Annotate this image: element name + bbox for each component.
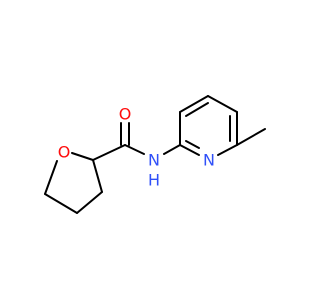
atom-labels: O O N H N [58, 105, 215, 190]
molecule-structure: O O N H N [44, 95, 266, 214]
bond-py-c4-c5 [207, 95, 238, 113]
bond-o1-c2 [71, 152, 94, 161]
bond-c3-c4 [76, 191, 103, 214]
ring-oxygen-label: O [58, 143, 71, 162]
bond-c5-o1 [44, 160, 58, 195]
bond-py-n-c2-inner [185, 140, 200, 149]
bond-c2-c3 [92, 159, 103, 193]
bond-py-c3-c4-inner [185, 102, 209, 117]
bond-c2-carbonyl [92, 144, 126, 161]
bond-carbonyl-n [124, 144, 145, 155]
bond-n-pyridine [163, 144, 181, 155]
bond-py-c3-c4 [179, 95, 209, 113]
bond-c4-c5 [44, 193, 78, 214]
carbonyl-oxygen-label: O [119, 105, 132, 124]
amide-nitrogen-label: N [148, 151, 160, 170]
bond-py-c6-n [217, 144, 238, 156]
pyridine-nitrogen-label: N [203, 151, 215, 170]
bond-py-n-c2 [179, 144, 200, 156]
amide-hydrogen-label: H [148, 171, 160, 190]
bonds [44, 95, 266, 214]
bond-methyl [236, 128, 266, 146]
